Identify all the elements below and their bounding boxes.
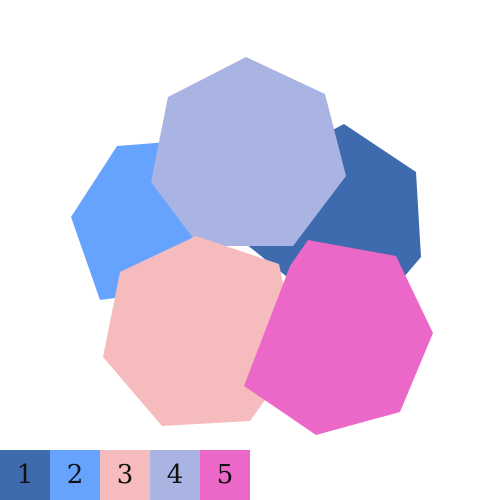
legend: 1 2 3 4 5 (0, 450, 250, 500)
heptagon-5 (244, 240, 433, 435)
legend-label-3: 3 (116, 460, 134, 490)
legend-label-1: 1 (16, 460, 34, 490)
legend-item-4: 4 (150, 450, 200, 500)
legend-item-2: 2 (50, 450, 100, 500)
legend-item-5: 5 (200, 450, 250, 500)
heptagon-4 (151, 57, 346, 246)
legend-label-4: 4 (166, 460, 184, 490)
legend-item-1: 1 (0, 450, 50, 500)
legend-label-2: 2 (66, 460, 84, 490)
legend-label-5: 5 (216, 460, 234, 490)
legend-item-3: 3 (100, 450, 150, 500)
